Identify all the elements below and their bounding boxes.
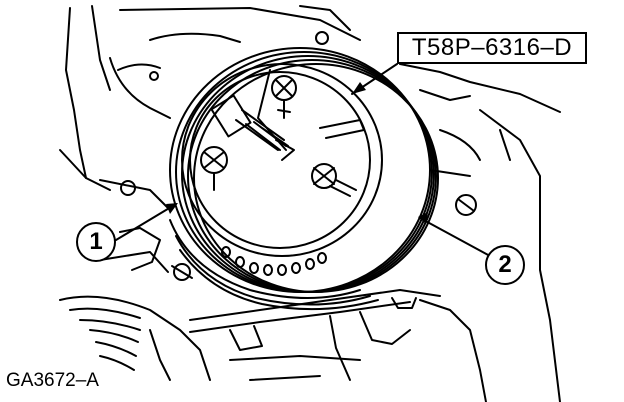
tool-number-label: T58P–6316–D (397, 32, 587, 64)
arrowhead-tool (352, 82, 366, 94)
callout-2: 2 (485, 245, 525, 285)
callout-1: 1 (76, 222, 116, 262)
arrowhead-callout-2 (418, 212, 428, 224)
leader-line-callout-1 (115, 203, 177, 241)
tool-number-text: T58P–6316–D (411, 34, 573, 61)
callout-2-number: 2 (498, 251, 512, 278)
damper-timing-holes (221, 246, 327, 276)
leader-line-callout-2 (419, 217, 491, 257)
arrowhead-callout-1 (166, 203, 178, 214)
callout-1-number: 1 (89, 228, 103, 255)
engine-block-outline (59, 5, 561, 402)
figure-id: GA3672–A (6, 370, 99, 391)
crankshaft-pulley (169, 47, 439, 311)
puller-tool (200, 69, 365, 197)
